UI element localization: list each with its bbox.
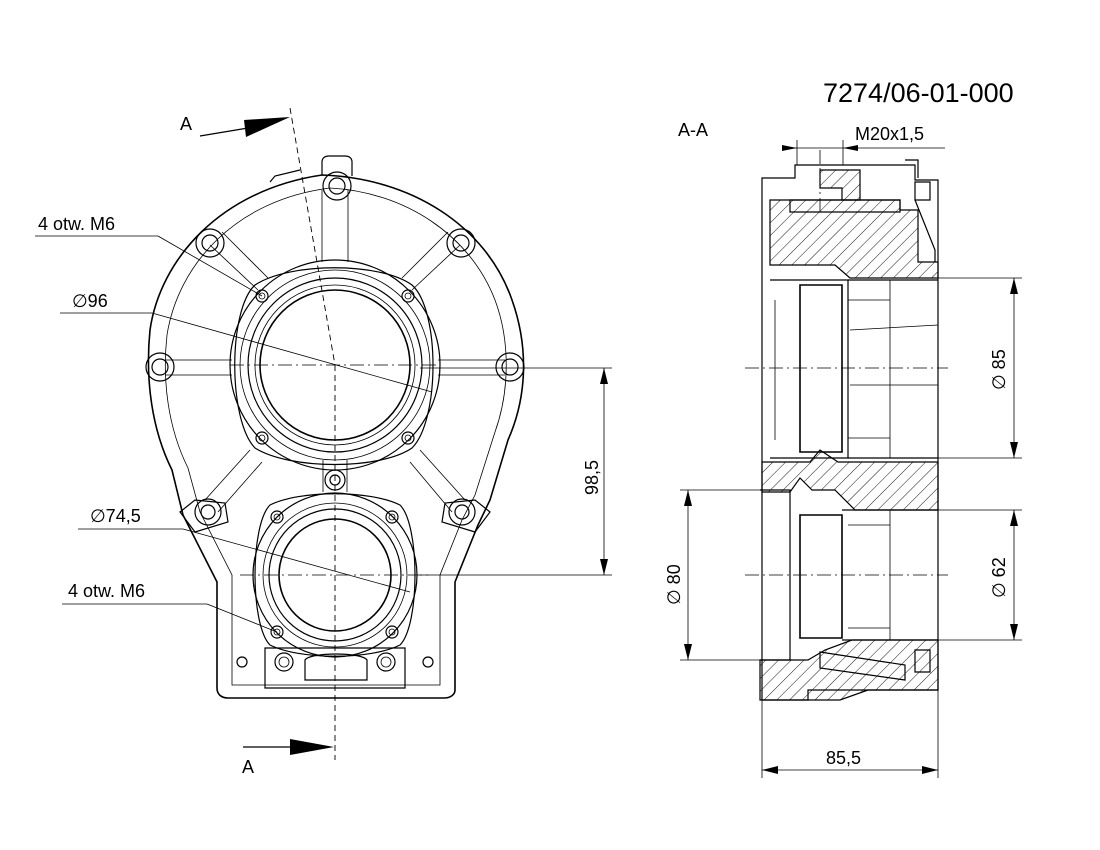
dim-thread: M20x1,5: [855, 124, 924, 144]
callout-bore-upper: ∅96: [72, 291, 108, 311]
bolt-boss: [145, 171, 525, 526]
dim-bore-lower: ∅ 62: [989, 557, 1009, 598]
dimension-outer-lower: ∅ 80: [664, 489, 760, 661]
m6-holes-upper: [255, 289, 415, 445]
callout-holes-upper: 4 otw. M6: [38, 214, 115, 234]
section-marker-bottom: A: [242, 739, 334, 777]
dim-width: 85,5: [826, 748, 861, 768]
callout-bore-lower: ∅74,5: [90, 506, 141, 526]
arrow-right-icon: [244, 117, 290, 137]
m6-holes-lower: [270, 510, 399, 639]
housing-outline: [147, 174, 525, 699]
section-line: [289, 107, 336, 366]
dimension-width: 85,5: [761, 690, 939, 778]
dimension-bore-upper: ∅ 85: [938, 277, 1022, 459]
arrow-right-icon: [290, 739, 334, 755]
section-marker-top-label: A: [180, 114, 192, 134]
dimension-thread: M20x1,5: [782, 124, 945, 165]
dim-bore-upper: ∅ 85: [989, 349, 1009, 390]
dimension-center-distance: 98,5: [420, 367, 612, 576]
section-marker-bottom-label: A: [242, 757, 254, 777]
dim-outer-lower: ∅ 80: [664, 564, 684, 605]
front-view: 4 otw. M6 ∅96 ∅74,5 4 otw. M6 98,5: [35, 155, 612, 699]
drawing-number: 7274/06-01-000: [823, 78, 1014, 108]
dimension-bore-lower: ∅ 62: [938, 509, 1022, 641]
callout-holes-lower: 4 otw. M6: [68, 581, 145, 601]
section-marker-top: A: [180, 114, 290, 137]
section-view: A-A: [664, 120, 1022, 778]
section-label: A-A: [678, 120, 708, 140]
dim-center-distance: 98,5: [582, 460, 602, 495]
